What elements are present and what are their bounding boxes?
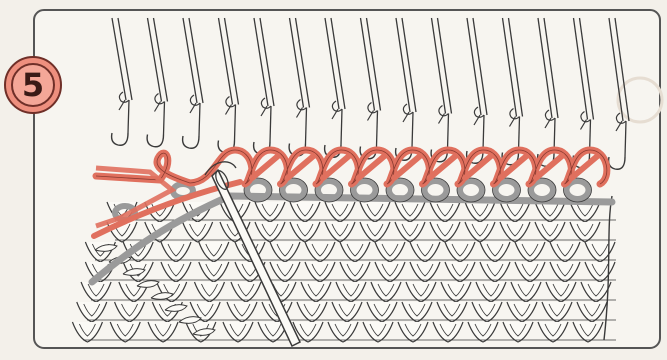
step-number: 5 (22, 69, 44, 101)
step-number-badge: 5 (4, 56, 62, 114)
